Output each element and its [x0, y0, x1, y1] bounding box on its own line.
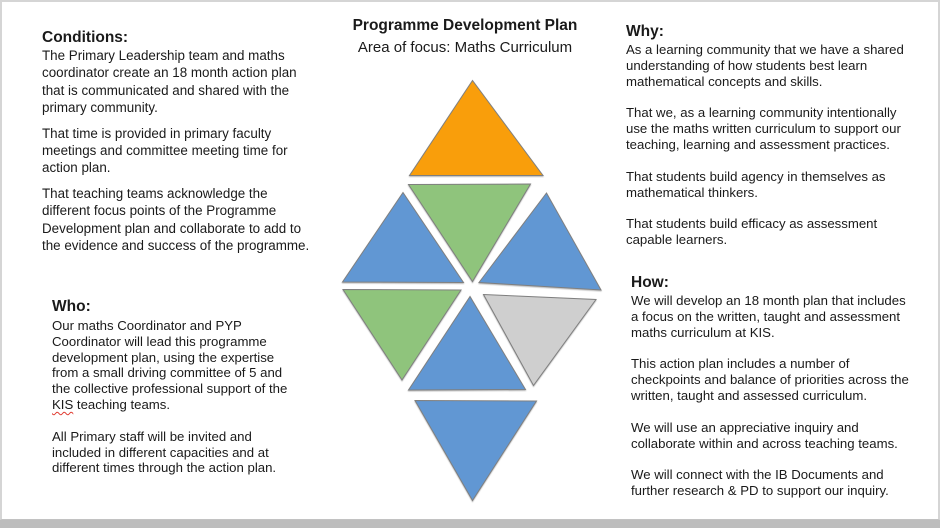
who-paragraph-1: Our maths Coordinator and PYP Coordinato… — [52, 318, 327, 413]
how-paragraph-4: We will connect with the IB Documents an… — [631, 467, 889, 499]
conditions-paragraph-2: That time is provided in primary faculty… — [42, 125, 288, 176]
triangle-mid-center-green-down — [407, 183, 532, 283]
triangle-lower-right-gray-down — [482, 293, 597, 387]
triangle-mid-left-blue-up — [341, 191, 465, 284]
who-paragraph-1-text: Our maths Coordinator and PYP Coordinato… — [52, 318, 288, 397]
conditions-paragraph-3: That teaching teams acknowledge the diff… — [42, 185, 310, 254]
conditions-heading: Conditions: — [42, 29, 129, 46]
spellcheck-flagged-word: KIS — [52, 396, 74, 412]
triangle-top-orange-up — [408, 79, 544, 176]
how-paragraph-3: We will use an appreciative inquiry and … — [631, 419, 898, 451]
section-how: How: We will develop an 18 month plan th… — [631, 273, 926, 515]
how-paragraph-2: This action plan includes a number of ch… — [631, 356, 909, 403]
triangle-lower-left-green-down — [342, 288, 462, 381]
title-block: Programme Development Plan Area of focus… — [310, 14, 620, 59]
page-subtitle: Area of focus: Maths Curriculum — [357, 39, 573, 56]
how-heading: How: — [631, 274, 669, 291]
triangle-diagram-svg — [341, 79, 602, 502]
why-heading: Why: — [626, 23, 664, 40]
why-paragraph-1: As a learning community that we have a s… — [626, 42, 904, 89]
how-paragraph-1: We will develop an 18 month plan that in… — [631, 293, 906, 340]
why-paragraph-4: That students build efficacy as assessme… — [626, 216, 878, 248]
who-paragraph-2: All Primary staff will be invited and in… — [52, 428, 277, 476]
triangle-bottom-blue-down — [414, 399, 538, 502]
triangle-lower-center-blue-up — [407, 295, 527, 391]
page-title: Programme Development Plan — [352, 17, 578, 34]
why-paragraph-3: That students build agency in themselves… — [626, 168, 886, 200]
section-who: Who: Our maths Coordinator and PYP Coord… — [52, 297, 327, 492]
section-why: Why: As a learning community that we hav… — [626, 22, 926, 264]
why-paragraph-2: That we, as a learning community intenti… — [626, 105, 901, 152]
conditions-paragraph-1: The Primary Leadership team and maths co… — [42, 48, 297, 116]
triangle-mid-right-blue-up — [478, 192, 602, 291]
section-conditions: Conditions: The Primary Leadership team … — [42, 28, 327, 262]
who-paragraph-1-tail: teaching teams. — [73, 396, 171, 412]
who-heading: Who: — [52, 298, 91, 315]
